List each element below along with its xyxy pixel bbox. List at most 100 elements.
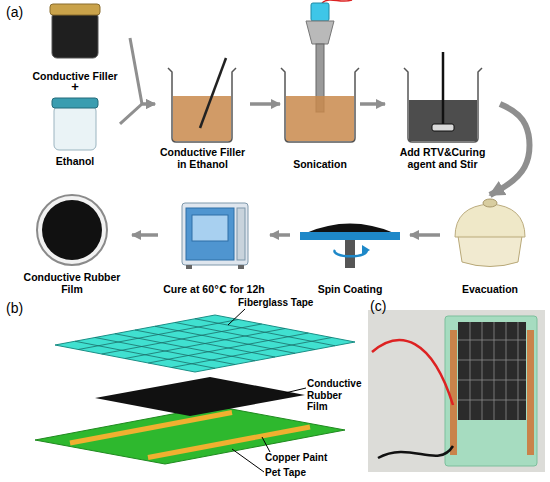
process-arrow xyxy=(120,104,155,124)
sonication-step: Sonication xyxy=(280,0,360,170)
process-arrow xyxy=(250,102,280,106)
step-caption: Ethanol xyxy=(56,155,95,167)
process-arrow xyxy=(270,233,290,237)
step-caption: Sonication xyxy=(293,158,347,170)
grid-line xyxy=(102,324,262,354)
jar-body xyxy=(52,12,98,58)
part-label: Copper Paint xyxy=(265,452,327,464)
desiccator-base xyxy=(458,236,522,267)
filler-jar xyxy=(50,4,100,58)
photo-background xyxy=(368,310,545,472)
rotation-arrow xyxy=(335,250,367,256)
process-arrow xyxy=(130,38,155,104)
curing-oven xyxy=(182,203,248,269)
dish-rim xyxy=(37,195,107,265)
panel-label: (a) xyxy=(6,4,23,20)
mesh-line xyxy=(458,380,526,381)
oven-foot xyxy=(186,265,192,269)
jar-lid xyxy=(50,4,100,15)
curing-step: Cure at 60℃ for 12h xyxy=(158,195,270,295)
oven-body xyxy=(182,203,248,265)
mesh-line xyxy=(470,322,471,420)
leader-line xyxy=(228,309,245,325)
rubber-film-dish xyxy=(37,195,107,265)
mixing-beaker xyxy=(168,58,236,142)
spin-coating-step: Spin Coating xyxy=(290,195,410,295)
probe-horn xyxy=(306,21,334,44)
desiccator-knob xyxy=(483,199,497,207)
stirring-rod xyxy=(200,58,226,128)
red-wire xyxy=(372,340,453,405)
ethanol-jar xyxy=(52,98,98,150)
beaker-liquid xyxy=(173,96,231,141)
step-caption: Spin Coating xyxy=(318,283,383,295)
mesh-line xyxy=(458,360,526,361)
oven-window xyxy=(192,215,228,241)
jar-lid xyxy=(52,98,98,108)
mesh-line xyxy=(518,322,519,420)
copper-electrode xyxy=(527,330,534,455)
part-label: Pet Tape xyxy=(265,467,306,479)
part-label: Conductive Rubber Film xyxy=(307,378,365,413)
filler-step: Conductive Filler xyxy=(20,2,130,82)
mixing-step: Conductive Filler in Ethanol xyxy=(155,60,250,170)
process-arrow xyxy=(132,233,158,237)
mesh-line xyxy=(506,322,507,420)
step-caption: Evacuation xyxy=(462,283,518,295)
film-step: Conductive Rubber Film xyxy=(12,195,132,295)
leader-line xyxy=(285,388,306,393)
device-tape xyxy=(445,316,537,466)
black-wire xyxy=(378,446,453,458)
beaker-outline xyxy=(281,68,359,142)
copper-stripe xyxy=(70,413,232,444)
mesh-line xyxy=(458,400,526,401)
process-arrow xyxy=(490,104,530,195)
plus-sign: + xyxy=(65,80,85,95)
control-panel xyxy=(237,208,245,260)
mesh-line xyxy=(458,340,526,341)
desiccator-lid xyxy=(455,204,525,237)
spin-platform xyxy=(300,232,400,240)
probe-handle xyxy=(311,3,329,21)
rotation-head xyxy=(362,245,370,255)
step-caption: Conductive Filler in Ethanol xyxy=(155,146,250,170)
device-film xyxy=(458,322,526,420)
mesh-line xyxy=(482,322,483,420)
part-label: Fiberglass Tape xyxy=(238,297,313,309)
step-caption: Conductive Rubber Film xyxy=(12,271,132,295)
fiberglass-layer xyxy=(55,315,355,372)
beaker-liquid xyxy=(286,96,354,141)
rubber-film-layer xyxy=(95,377,305,416)
panel-label: (b) xyxy=(6,300,23,316)
mesh-line xyxy=(494,322,495,420)
beaker-outline xyxy=(168,68,236,142)
process-arrow xyxy=(410,233,440,237)
grid-line xyxy=(172,338,332,368)
oven-door xyxy=(186,208,234,260)
ethanol-step: Ethanol xyxy=(30,95,120,167)
copper-electrode xyxy=(450,330,457,455)
leader-line xyxy=(232,449,264,472)
stirrer-paddle xyxy=(432,124,454,131)
leader-lines xyxy=(228,309,306,472)
grid-line xyxy=(125,329,285,359)
step-caption: Add RTV&Curing agent and Stir xyxy=(385,146,500,170)
process-arrow xyxy=(360,102,385,106)
grid-line xyxy=(78,320,238,350)
panel-label: (c) xyxy=(370,298,386,314)
coated-film xyxy=(306,224,394,234)
fiberglass-grid xyxy=(75,319,335,369)
oven-foot xyxy=(238,265,244,269)
jar-body xyxy=(54,106,96,150)
device-photo xyxy=(368,310,545,472)
film-disc xyxy=(42,200,102,260)
grid-line xyxy=(148,333,308,363)
evacuation-step: Evacuation xyxy=(440,195,540,295)
stirrer-shaft xyxy=(442,52,445,128)
step-caption: Cure at 60℃ for 12h xyxy=(163,283,264,295)
stirring-beaker xyxy=(404,52,482,142)
sonicator xyxy=(281,0,359,142)
device-mesh xyxy=(458,322,526,420)
